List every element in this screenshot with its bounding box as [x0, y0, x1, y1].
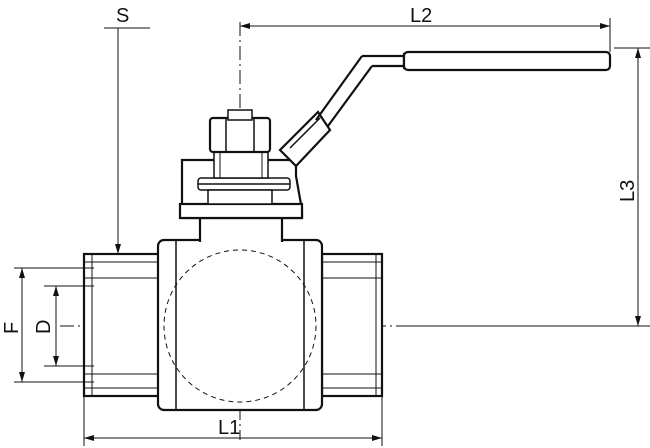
dimension-l1-label: L1 [218, 417, 240, 439]
dimension-s-label: S [116, 5, 129, 27]
dimension-s: S [104, 5, 150, 254]
hex-nut [208, 109, 272, 154]
dimension-d-label: D [33, 320, 55, 334]
dimension-l2-label: L2 [410, 5, 432, 27]
lever-bracket [178, 147, 304, 220]
lever-arm [278, 50, 612, 168]
dimension-f-label: F [1, 322, 23, 334]
dimension-l1: L1 [83, 396, 383, 446]
dimension-f: F [1, 267, 94, 383]
dimension-l3-label: L3 [617, 180, 639, 202]
dimension-d: D [33, 285, 94, 367]
right-threaded-end [320, 252, 384, 398]
dimension-l3: L3 [400, 47, 650, 327]
valve-body [156, 238, 324, 412]
left-threaded-end [82, 252, 162, 398]
dimension-l2: L2 [240, 5, 611, 52]
